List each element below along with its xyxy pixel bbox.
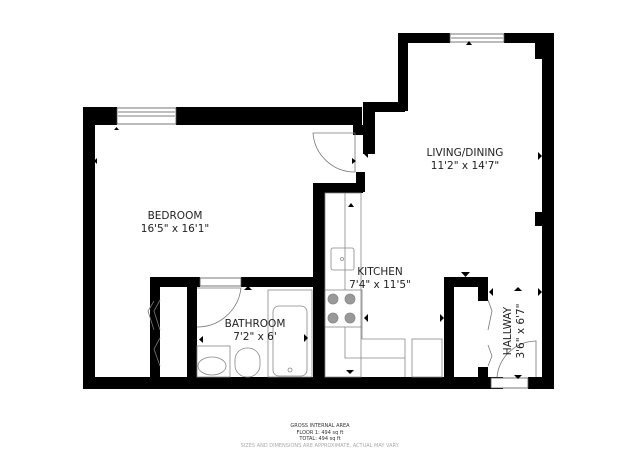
room-name: HALLWAY (502, 306, 514, 356)
room-kitchen: KITCHEN 7'4" x 11'5" (330, 266, 430, 292)
direction-markers (94, 41, 542, 382)
doors (147, 132, 537, 378)
room-dimensions: 16'5" x 16'1" (140, 223, 210, 235)
room-name: KITCHEN (357, 266, 403, 278)
room-bathroom: BATHROOM 7'2" x 6' (205, 318, 305, 344)
kitchen-fixtures (324, 192, 443, 378)
floor-area: FLOOR 1: 494 sq ft (296, 429, 344, 436)
total-area: TOTAL: 494 sq ft (299, 436, 341, 442)
walls (83, 33, 554, 389)
room-name: LIVING/DINING (426, 147, 504, 159)
room-name: BATHROOM (224, 318, 286, 330)
room-name: BEDROOM (147, 210, 203, 222)
area-summary: GROSS INTERNAL AREA FLOOR 1: 494 sq ft T… (0, 423, 640, 449)
room-living-dining: LIVING/DINING 11'2" x 14'7" (405, 147, 525, 173)
room-dimensions: 7'4" x 11'5" (349, 279, 411, 291)
disclaimer: SIZES AND DIMENSIONS ARE APPROXIMATE, AC… (240, 442, 400, 449)
room-hallway: HALLWAY 3'6" x 6'7" (502, 281, 528, 381)
room-dimensions: 3'6" x 6'7" (515, 303, 527, 359)
area-title: GROSS INTERNAL AREA (290, 423, 350, 429)
room-dimensions: 11'2" x 14'7" (430, 160, 500, 172)
windows (116, 33, 529, 389)
bathroom-fixtures (196, 289, 313, 378)
room-dimensions: 7'2" x 6' (233, 331, 277, 343)
room-bedroom: BEDROOM 16'5" x 16'1" (120, 210, 230, 236)
